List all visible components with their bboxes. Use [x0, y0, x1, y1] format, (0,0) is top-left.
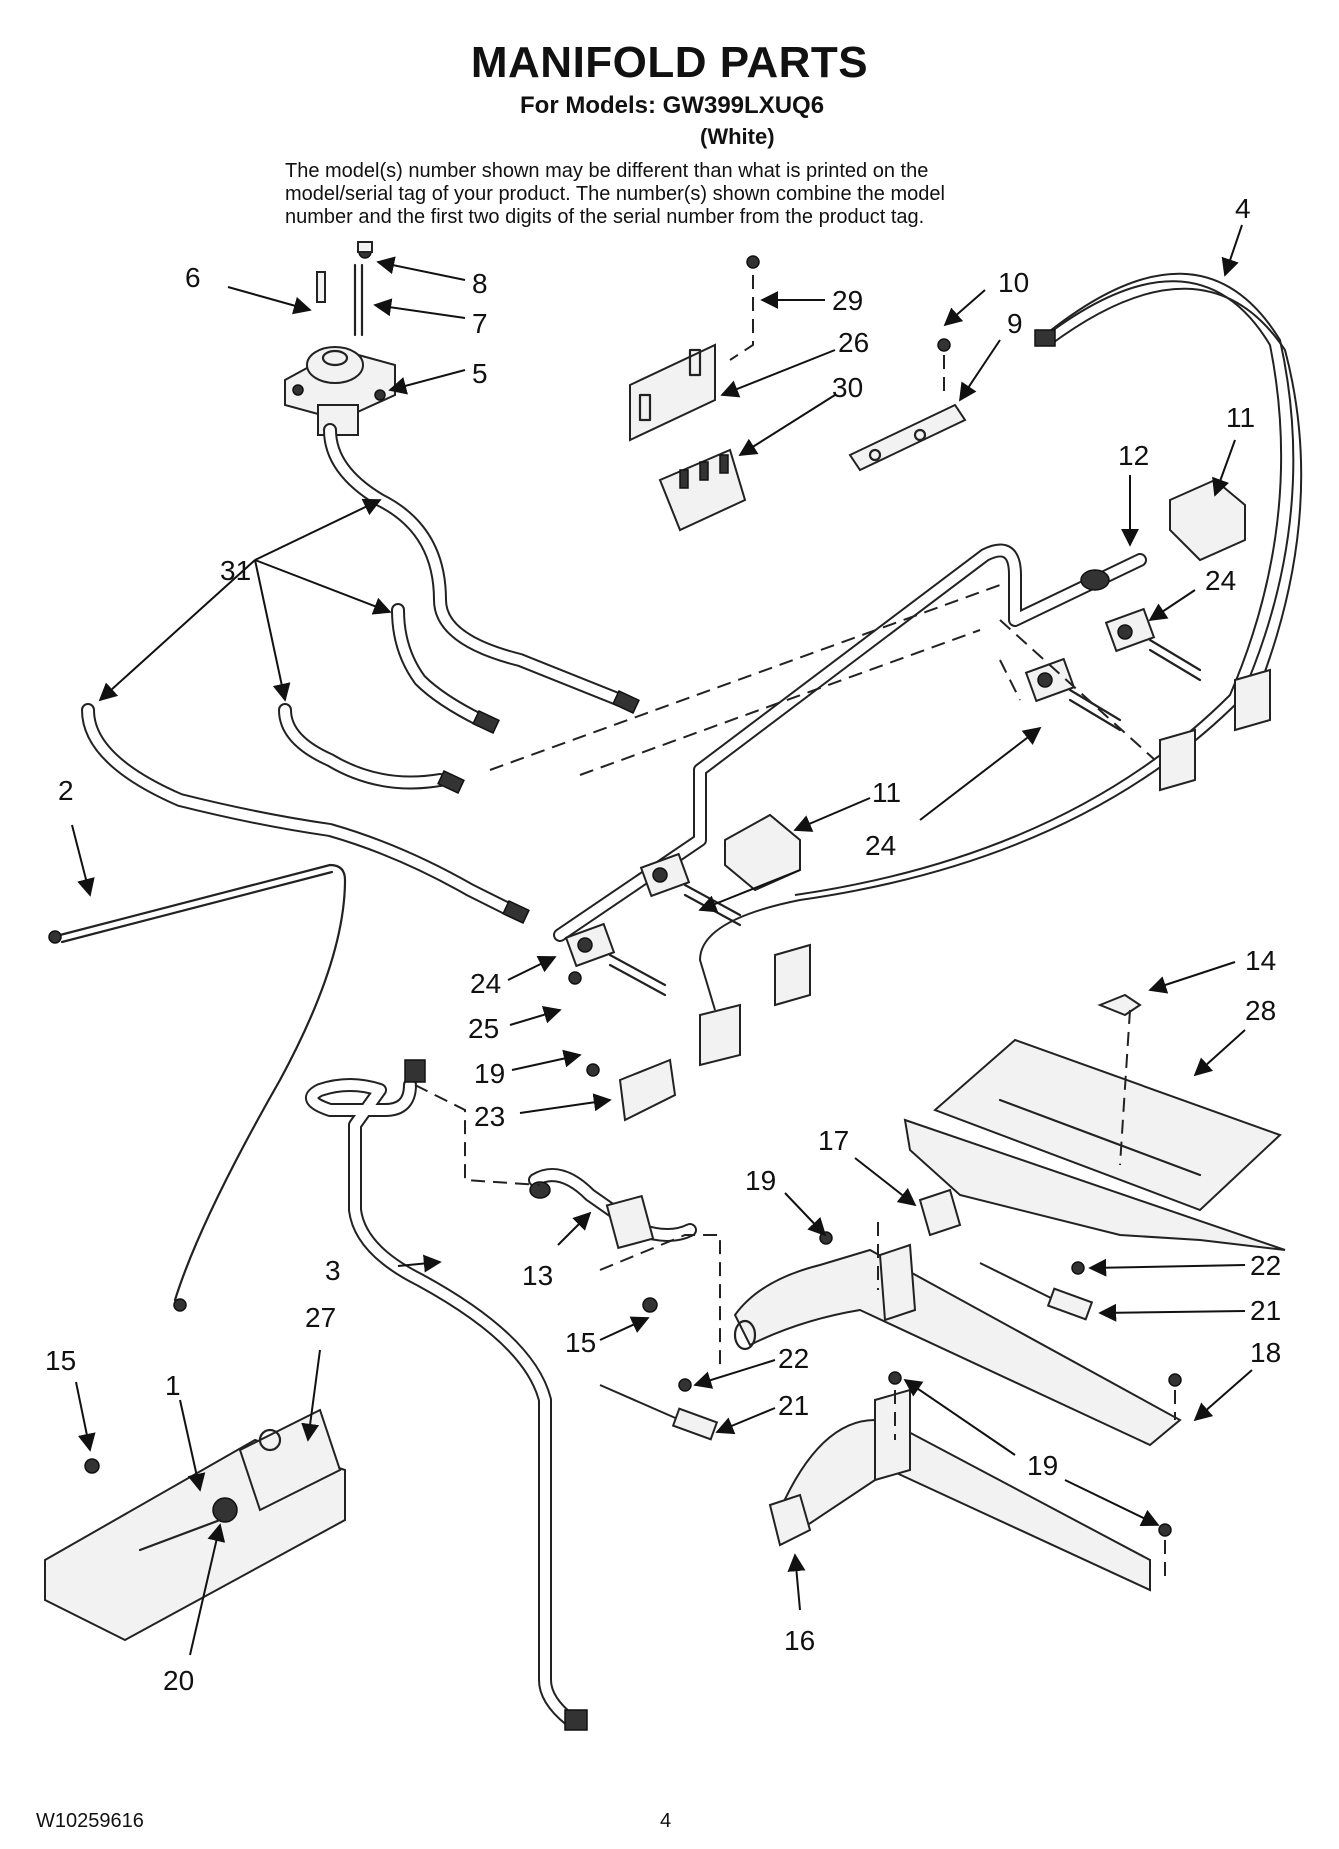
callout-2: 2: [58, 775, 74, 806]
callout-30: 30: [832, 372, 863, 403]
callout-26: 26: [838, 327, 869, 358]
clip-drawing: [918, 1188, 962, 1237]
callout-29: 29: [832, 285, 863, 316]
callout-3: 3: [325, 1255, 341, 1286]
callout-11-lower: 11: [872, 777, 901, 808]
callout-13: 13: [522, 1260, 553, 1291]
control-valve-drawing: [44, 1408, 346, 1642]
callout-19-bottom: 19: [1027, 1450, 1058, 1481]
callout-9: 9: [1007, 308, 1023, 339]
intro-paragraph: The model(s) number shown may be differe…: [285, 160, 1085, 229]
callout-6: 6: [185, 262, 201, 293]
callout-24-left: 24: [470, 968, 501, 999]
callout-14: 14: [1245, 945, 1276, 976]
screws-drawing: [84, 255, 1182, 1537]
intro-line: The model(s) number shown may be differe…: [285, 160, 929, 182]
heat-shield-drawing: [903, 1038, 1286, 1251]
small-bracket-drawing: [618, 1058, 677, 1122]
callout-labels: 6 8 7 5 29 26 30 10 9 4 11 12 24 31 2 11…: [45, 193, 1281, 1696]
callout-24-right: 24: [1205, 565, 1236, 596]
gas-tubing-drawing: [81, 423, 640, 924]
callout-28: 28: [1245, 995, 1276, 1026]
wing-nut-drawing: [1097, 993, 1142, 1017]
callout-22-right: 22: [1250, 1250, 1281, 1281]
supply-tube-drawing: [305, 1059, 588, 1731]
callout-19-middle: 19: [745, 1165, 776, 1196]
callout-22-left: 22: [778, 1343, 809, 1374]
callout-11-upper: 11: [1226, 402, 1255, 433]
callout-12: 12: [1118, 440, 1149, 471]
document-number: W10259616: [36, 1810, 144, 1832]
burner-valves-drawing: [564, 607, 1202, 997]
leader-lines: [71, 224, 1253, 1656]
callout-8: 8: [472, 268, 488, 299]
callout-5: 5: [472, 358, 488, 389]
thermostat-valve-drawing: [284, 346, 396, 436]
intro-line: model/serial tag of your product. The nu…: [285, 183, 945, 205]
callout-16: 16: [784, 1625, 815, 1656]
callout-21-right: 21: [1250, 1295, 1281, 1326]
orifice-elbow-drawing: [528, 1168, 697, 1250]
callout-27: 27: [305, 1302, 336, 1333]
terminal-block-drawing: [658, 448, 747, 532]
intro-line: number and the first two digits of the s…: [285, 206, 925, 228]
oven-burner-drawing: [733, 1243, 1182, 1447]
callout-25: 25: [468, 1013, 499, 1044]
callout-7: 7: [472, 308, 488, 339]
callout-20: 20: [163, 1665, 194, 1696]
model-subtitle: For Models: GW399LXUQ6: [520, 92, 825, 119]
callout-18: 18: [1250, 1337, 1281, 1368]
callout-10: 10: [998, 267, 1029, 298]
page-title: MANIFOLD PARTS: [470, 38, 869, 87]
pilot-tube-drawing: [48, 863, 347, 1312]
brackets-drawing: [629, 343, 1246, 892]
fittings-drawing: [316, 241, 373, 337]
broil-burner-drawing: [768, 1388, 1151, 1592]
callout-1: 1: [165, 1370, 181, 1401]
page-number: 4: [660, 1810, 672, 1832]
callout-23: 23: [474, 1101, 505, 1132]
model-color: (White): [700, 124, 775, 149]
callout-17: 17: [818, 1125, 849, 1156]
callout-15-left: 15: [45, 1345, 76, 1376]
callout-19-top: 19: [474, 1058, 505, 1089]
callout-24-middle: 24: [865, 830, 896, 861]
manifold-pipe-drawing: [553, 543, 1147, 942]
wire-harness-drawing: [698, 272, 1303, 1067]
callout-21-left: 21: [778, 1390, 809, 1421]
callout-31: 31: [220, 555, 251, 586]
igniters-drawing: [599, 1262, 1094, 1441]
callout-15-middle: 15: [565, 1327, 596, 1358]
callout-4: 4: [1235, 193, 1251, 224]
alignment-lines: [414, 275, 1176, 1580]
